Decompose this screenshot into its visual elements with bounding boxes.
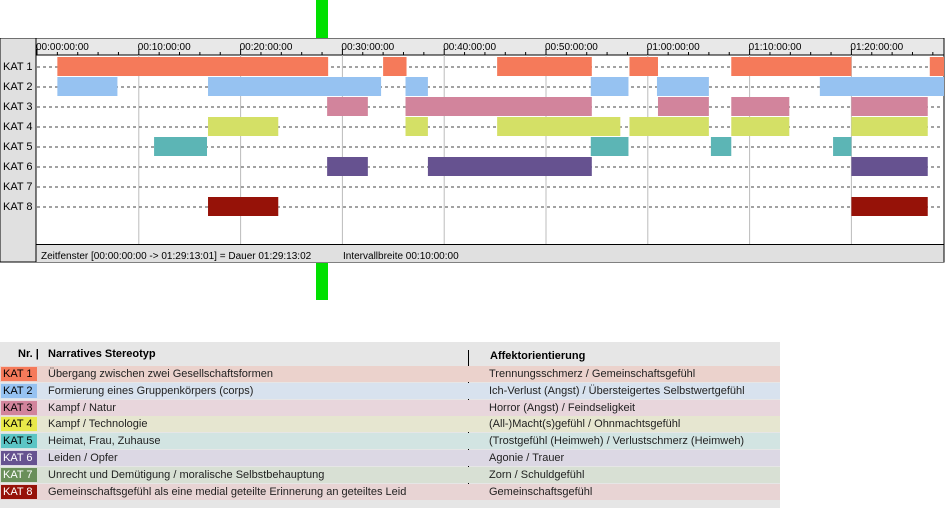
interval-bar <box>57 77 118 96</box>
legend-stereotype-text: Kampf / Natur <box>48 401 116 414</box>
legend-table: Nr. | Narratives Stereotyp Affektorienti… <box>0 342 780 508</box>
legend-category-swatch: KAT 2 <box>1 383 37 398</box>
legend-category-swatch: KAT 4 <box>1 417 37 432</box>
time-tick-label: 00:30:00:00 <box>341 42 394 53</box>
legend-affect-text: (All-)Macht(s)gefühl / Ohnmachtsgefühl <box>489 418 681 431</box>
interval-bar <box>405 77 428 96</box>
interval-bars <box>57 57 944 216</box>
ruler <box>36 38 944 55</box>
time-tick-label: 00:10:00:00 <box>138 42 191 53</box>
legend-affect-text: Gemeinschaftsgefühl <box>489 485 593 498</box>
time-tick-label: 01:20:00:00 <box>850 42 903 53</box>
category-label: KAT 2 <box>3 81 33 93</box>
legend-row: KAT 7 Unrecht und Demütigung / moralische… <box>0 466 780 483</box>
time-ticks: 00:00:00:00 00:10:00:00 00:20:00:00 00:30:0… <box>36 42 934 55</box>
category-gutter <box>0 38 36 262</box>
category-label: KAT 5 <box>3 141 33 153</box>
category-label: KAT 8 <box>3 201 33 213</box>
interval-bar <box>208 117 279 136</box>
interval-bar <box>497 57 592 76</box>
legend-affect-text: Zorn / Schuldgefühl <box>489 468 585 481</box>
legend-row: KAT 5 Heimat, Frau, Zuhause (Trostgefühl (… <box>0 433 780 450</box>
interval-bar <box>731 117 790 136</box>
legend-affect-text: (Trostgefühl (Heimweh) / Verlustschmerz … <box>489 435 745 448</box>
legend-category-swatch: KAT 8 <box>1 484 37 499</box>
legend-row: KAT 2 Formierung eines Gruppenkörpers (co… <box>0 382 780 399</box>
legend-category-swatch: KAT 5 <box>1 434 37 449</box>
interval-bar <box>383 57 407 76</box>
legend-row: KAT 8 Gemeinschaftsgefühl als eine medial… <box>0 483 780 500</box>
legend-category-swatch: KAT 3 <box>1 400 37 415</box>
category-label: KAT 3 <box>3 101 33 113</box>
interval-bar <box>851 157 928 176</box>
interval-bar <box>833 137 852 156</box>
time-tick-label: 00:40:00:00 <box>443 42 496 53</box>
legend-header-stereotype: Narratives Stereotyp <box>48 348 156 360</box>
legend-stereotype-text: Kampf / Technologie <box>48 418 148 431</box>
legend-stereotype-text: Übergang zwischen zwei Gesellschaftsform… <box>48 368 273 380</box>
legend-affect-text: Ich-Verlust (Angst) / Übersteigertes Sel… <box>489 384 745 397</box>
legend-stereotype-text: Formierung eines Gruppenkörpers (corps) <box>48 384 254 397</box>
interval-bar <box>405 97 592 116</box>
category-label: KAT 4 <box>3 121 33 133</box>
legend-stereotype-text: Heimat, Frau, Zuhause <box>48 435 161 448</box>
interval-bar <box>327 157 368 176</box>
legend-stereotype-text: Unrecht und Demütigung / moralische Selb… <box>48 468 325 481</box>
interval-bar <box>497 117 621 136</box>
legend-stereotype-text: Gemeinschaftsgefühl als eine medial gete… <box>48 485 407 498</box>
interval-bar <box>731 57 852 76</box>
legend-category-swatch: KAT 1 <box>1 367 37 381</box>
legend-row: KAT 3 Kampf / Natur Horror (Angst) / Feind… <box>0 399 780 416</box>
legend-header-nr: Nr. | <box>18 348 39 360</box>
interval-bar <box>57 57 329 76</box>
status-interval-text: Intervallbreite 00:10:00:00 <box>343 251 459 262</box>
time-tick-label: 00:50:00:00 <box>545 42 598 53</box>
interval-bar <box>208 77 382 96</box>
time-tick-label: 00:00:00:00 <box>36 42 89 53</box>
time-tick-label: 01:10:00:00 <box>749 42 802 53</box>
interval-bar <box>590 137 629 156</box>
category-label: KAT 6 <box>3 161 33 173</box>
interval-bar <box>405 117 428 136</box>
status-bar <box>36 245 944 262</box>
legend-row: KAT 4 Kampf / Technologie (All-)Macht(s)ge… <box>0 416 780 433</box>
interval-bar <box>851 117 928 136</box>
interval-bar <box>656 77 709 96</box>
time-tick-label: 01:00:00:00 <box>647 42 700 53</box>
interval-bar <box>154 137 208 156</box>
playhead-cursor-bottom[interactable] <box>316 263 328 300</box>
category-label: KAT 1 <box>3 61 33 73</box>
legend-row: KAT 1 Übergang zwischen zwei Gesellschaft… <box>0 366 780 382</box>
legend-row: KAT 6 Leiden / Opfer Agonie / Trauer <box>0 450 780 466</box>
interval-bar <box>590 77 629 96</box>
legend-stereotype-text: Leiden / Opfer <box>48 452 118 464</box>
legend-category-swatch: KAT 7 <box>1 467 37 482</box>
legend-category-swatch: KAT 6 <box>1 451 37 465</box>
interval-bar <box>851 97 928 116</box>
legend-affect-text: Horror (Angst) / Feindseligkeit <box>489 401 636 414</box>
time-tick-label: 00:20:00:00 <box>240 42 293 53</box>
timeline-chart: 00:00:00:00 00:10:00:00 00:20:00:00 00:30:0… <box>0 38 945 263</box>
interval-bar <box>657 97 709 116</box>
legend-affect-text: Trennungsschmerz / Gemeinschaftsgefühl <box>489 368 696 380</box>
interval-bar <box>929 57 944 76</box>
interval-bar <box>629 117 709 136</box>
interval-bar <box>427 157 592 176</box>
category-label: KAT 7 <box>3 181 33 193</box>
playhead-cursor-top[interactable] <box>316 0 328 38</box>
interval-bar <box>327 97 368 116</box>
interval-bar <box>629 57 658 76</box>
status-window-text: Zeitfenster [00:00:00:00 -> 01:29:13:01]… <box>41 251 312 262</box>
interval-bar <box>208 197 279 216</box>
interval-bar <box>819 77 944 96</box>
legend-affect-text: Agonie / Trauer <box>489 452 565 464</box>
interval-bar <box>710 137 732 156</box>
interval-bar <box>731 97 790 116</box>
legend-header-affect: Affektorientierung <box>490 350 586 362</box>
interval-bar <box>851 197 928 216</box>
